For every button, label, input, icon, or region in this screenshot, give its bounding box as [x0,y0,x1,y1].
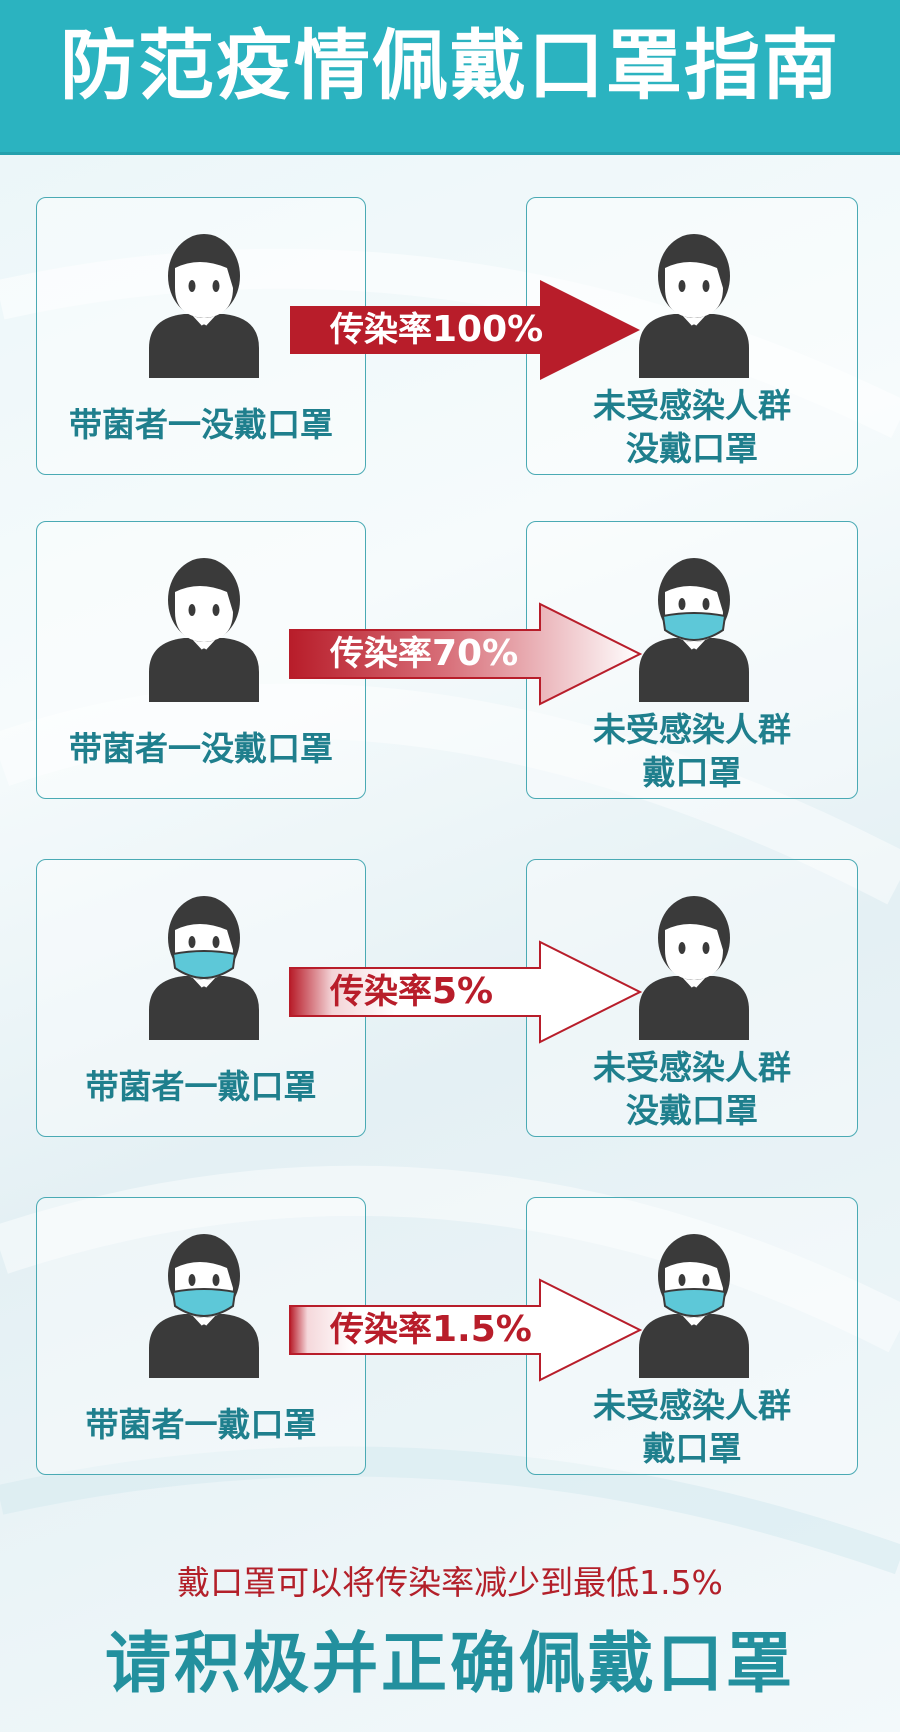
person-masked-icon [149,896,259,1040]
recipient-label-line2: 没戴口罩 [626,429,758,468]
page-title: 防范疫情佩戴口罩指南 [60,21,840,110]
carrier-label: 带菌者一戴口罩 [85,1067,317,1106]
transmission-arrow [289,940,643,1044]
transmission-arrow [289,602,643,706]
person-icon [639,896,749,1040]
rate-label: 传染率 [330,634,432,674]
transmission-rate: 传染率100% [330,309,544,351]
person-masked-icon [639,558,749,702]
person-icon [149,234,259,378]
summary-note: 戴口罩可以将传染率减少到最低1.5% [177,1563,723,1602]
transmission-rate: 传染率1.5% [330,1309,532,1351]
recipient-label-line2: 戴口罩 [642,1429,742,1468]
recipient-label-line1: 未受感染人群 [593,1048,791,1087]
person-icon [639,234,749,378]
transmission-arrow [289,1278,643,1382]
transmission-rate: 传染率70% [330,633,519,675]
rate-value: 5% [432,971,494,1012]
rate-label: 传染率 [330,972,432,1012]
transmission-arrow [290,280,640,380]
recipient-label-line2: 没戴口罩 [626,1091,758,1130]
recipient-label-line1: 未受感染人群 [593,1386,791,1425]
carrier-label: 带菌者一没戴口罩 [69,405,333,444]
carrier-card: 带菌者一没戴口罩 [36,521,366,799]
carrier-label: 带菌者一没戴口罩 [69,729,333,768]
recipient-label-line1: 未受感染人群 [593,710,791,749]
rate-value: 100% [432,309,544,350]
slogan: 请积极并正确佩戴口罩 [105,1625,795,1702]
recipient-card: 未受感染人群 戴口罩 [526,1197,858,1475]
recipient-card: 未受感染人群 戴口罩 [526,521,858,799]
carrier-card: 带菌者一戴口罩 [36,1197,366,1475]
carrier-label: 带菌者一戴口罩 [85,1405,317,1444]
rate-label: 传染率 [330,1310,432,1350]
person-icon [149,558,259,702]
rate-value: 70% [432,633,519,674]
transmission-rate: 传染率5% [330,971,494,1013]
recipient-card: 未受感染人群 没戴口罩 [526,859,858,1137]
rate-label: 传染率 [330,310,432,350]
person-masked-icon [149,1234,259,1378]
rate-value: 1.5% [432,1309,532,1350]
person-masked-icon [639,1234,749,1378]
recipient-label-line2: 戴口罩 [642,753,742,792]
recipient-label-line1: 未受感染人群 [593,386,791,425]
title-banner: 防范疫情佩戴口罩指南 [0,0,900,152]
